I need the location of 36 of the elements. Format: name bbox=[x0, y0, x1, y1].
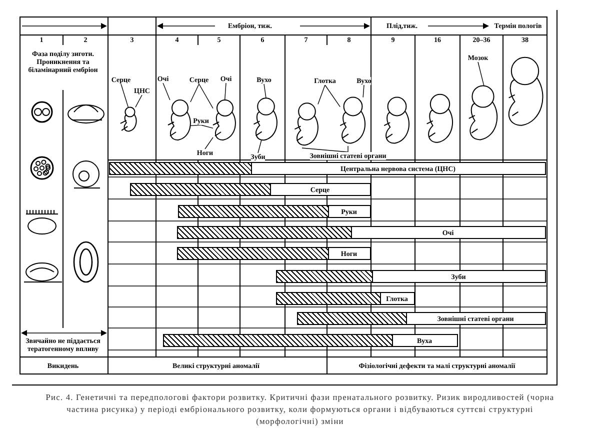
embryo-drawing bbox=[384, 96, 410, 144]
leader-line bbox=[190, 124, 202, 126]
risk-bar bbox=[276, 292, 415, 305]
leader-line bbox=[204, 137, 214, 150]
risk-bar bbox=[130, 183, 371, 196]
leader-line bbox=[135, 94, 142, 108]
embryo-drawing bbox=[168, 100, 191, 140]
leader-line bbox=[318, 84, 326, 105]
leader-line bbox=[478, 62, 484, 86]
risk-bar bbox=[109, 162, 546, 175]
embryo-drawing bbox=[426, 94, 454, 143]
risk-bar bbox=[297, 312, 546, 325]
leader-line bbox=[224, 82, 226, 100]
leader-line bbox=[200, 124, 214, 128]
leader-line bbox=[302, 148, 348, 152]
figure-caption: Рис. 4. Генетичні та передпологові фактори розвитку. Критичні фази пренатального розвитку. Ризик виродливостей (чорна частина рисунка) у періоді ембріонального розвитку, коли формуються органи і відбуваються суттєві структурні (морфологічні) зміни bbox=[44, 392, 556, 428]
leader-line bbox=[264, 84, 266, 98]
leader-line bbox=[190, 84, 200, 102]
embryo-drawing bbox=[120, 106, 137, 132]
leader-line bbox=[258, 140, 262, 154]
leader-line bbox=[362, 84, 364, 98]
risk-bar bbox=[178, 205, 371, 218]
embryo-drawing bbox=[508, 56, 544, 126]
leader-line bbox=[198, 84, 214, 109]
leader-line bbox=[162, 82, 170, 100]
risk-bar bbox=[177, 226, 546, 239]
embryo-drawing bbox=[468, 85, 498, 140]
risk-bar bbox=[276, 270, 546, 283]
leader-line bbox=[120, 84, 129, 108]
embryo-drawing bbox=[212, 100, 236, 140]
risk-bar bbox=[163, 334, 458, 347]
embryo-drawing bbox=[294, 102, 318, 146]
embryo-drawing bbox=[253, 98, 278, 141]
embryo-drawing bbox=[340, 96, 366, 144]
risk-bar bbox=[177, 247, 371, 260]
leader-line bbox=[324, 84, 340, 108]
